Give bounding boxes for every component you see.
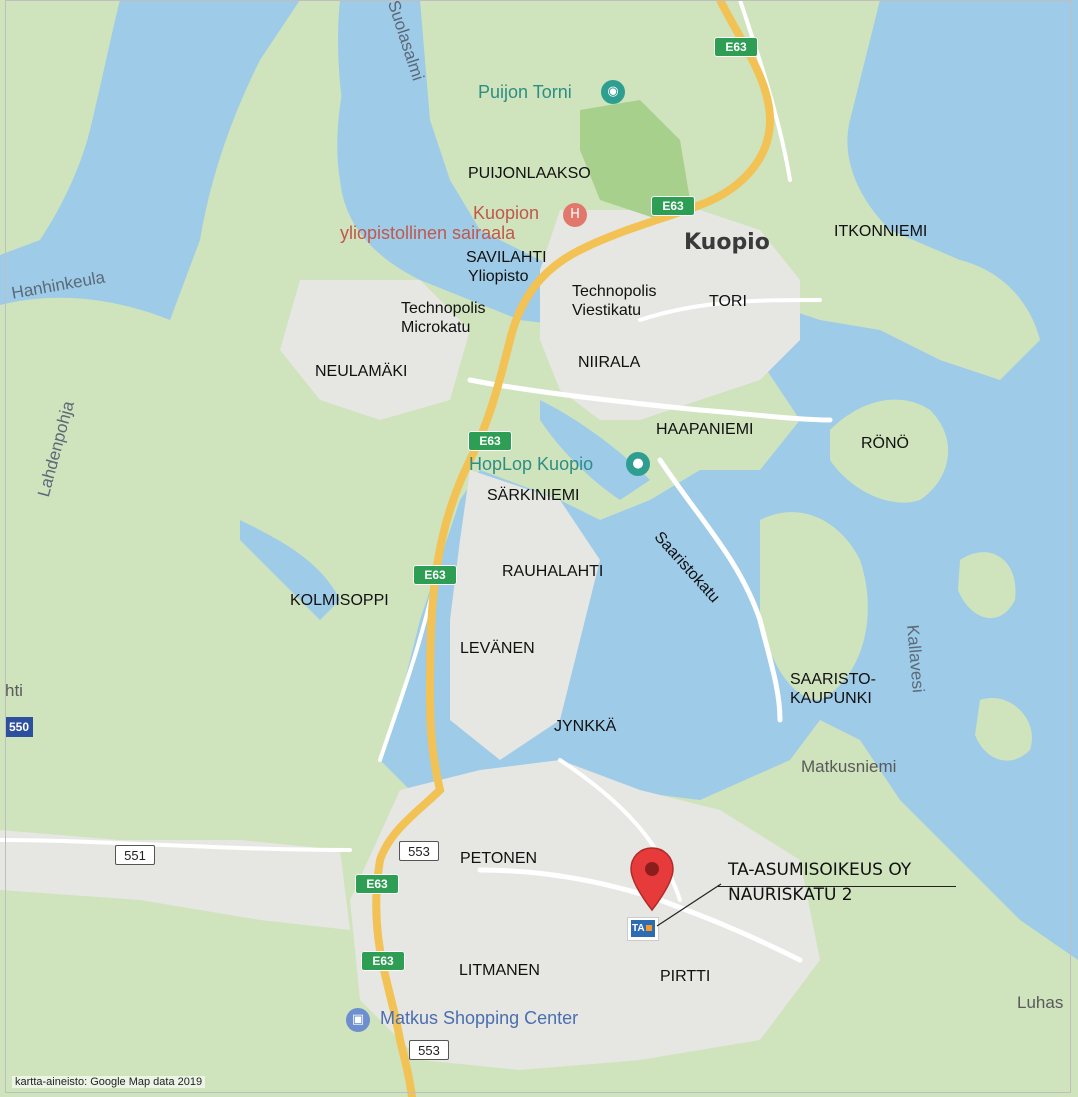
park-puijo	[580, 100, 690, 220]
road-shield-551: 551	[115, 845, 155, 865]
district-niirala: NIIRALA	[578, 354, 641, 371]
poi-puijon-torni-label[interactable]: Puijon Torni	[478, 82, 572, 102]
poi-hoplop-label[interactable]: HopLop Kuopio	[469, 454, 594, 474]
district-neulamaki: NEULAMÄKI	[315, 363, 408, 380]
land-island-4	[975, 698, 1032, 761]
district-puijonlaakso: PUIJONLAAKSO	[468, 165, 591, 182]
viestikatu-label: Viestikatu	[572, 302, 642, 320]
water-inlet-2	[540, 400, 650, 500]
amusement-icon[interactable]: ●	[626, 452, 650, 476]
annotation-leader-line	[656, 883, 722, 927]
land-east-2	[760, 512, 868, 700]
land-east	[830, 399, 949, 503]
land-northwest	[0, 0, 120, 255]
camera-icon[interactable]: ◉	[601, 80, 625, 104]
road-shield-e63: E63	[651, 196, 695, 216]
ta-logo-bg	[631, 920, 655, 937]
district-technopolis-microkatu: Technopolis Microkatu	[401, 299, 486, 337]
annotation-underline	[718, 886, 956, 887]
district-haapaniemi: HAAPANIEMI	[656, 421, 754, 438]
land-island-2	[195, 413, 272, 489]
technopolis-label-1: Technopolis	[401, 300, 486, 317]
land-island-3	[958, 552, 1016, 619]
urban-west	[280, 280, 470, 420]
district-savilahti-line1: SAVILAHTI	[466, 249, 547, 266]
urban-petonen	[0, 830, 350, 930]
road-shield-553: 553	[399, 841, 439, 861]
urban-south	[350, 760, 820, 1070]
shopping-bag-icon[interactable]: ▣	[346, 1008, 370, 1032]
annotation-label: TA-ASUMISOIKEUS OY NAURISKATU 2	[728, 858, 911, 907]
map-credit: kartta-aineisto: Google Map data 2019	[12, 1076, 206, 1088]
saaristo-line2: KAUPUNKI	[790, 690, 872, 708]
road-network	[0, 0, 833, 963]
district-pirtti: PIRTTI	[660, 968, 711, 985]
district-sarkiniemi: SÄRKINIEMI	[487, 487, 580, 504]
district-rauhalahti: RAUHALAHTI	[502, 563, 604, 580]
road-shield-e63: E63	[355, 874, 399, 894]
district-petonen: PETONEN	[460, 850, 538, 867]
e63-motorway	[372, 0, 775, 1097]
district-levanen: LEVÄNEN	[460, 640, 535, 657]
district-jynkka: JYNKKÄ	[554, 718, 617, 735]
land-island-1	[55, 598, 122, 679]
ta-logo-text: TA	[632, 923, 645, 934]
urban-center	[540, 210, 800, 420]
road-5	[558, 758, 682, 902]
place-luhas: Luhas	[1017, 993, 1064, 1012]
district-technopolis-viestikatu: Technopolis Viestikatu	[572, 282, 657, 320]
technopolis-label-2: Technopolis	[572, 283, 657, 300]
road-7	[638, 298, 822, 322]
district-savilahti: SAVILAHTI Yliopisto	[466, 248, 547, 286]
road-3	[657, 457, 783, 723]
place-hti: hti	[5, 681, 23, 700]
road-shield-e63: E63	[468, 431, 512, 451]
hospital-icon[interactable]: H	[563, 203, 587, 227]
road-4	[0, 838, 352, 852]
district-savilahti-line2: Yliopisto	[468, 268, 529, 286]
place-matkusniemi: Matkusniemi	[801, 757, 897, 776]
district-litmanen: LITMANEN	[459, 962, 540, 979]
location-pin-icon[interactable]	[628, 846, 676, 912]
district-tori: TORI	[709, 293, 747, 310]
ta-logo-square	[646, 925, 652, 931]
district-itkonniemi: ITKONNIEMI	[834, 223, 928, 240]
road-shield-e63: E63	[361, 951, 405, 971]
district-kolmisoppi: KOLMISOPPI	[290, 592, 389, 609]
poi-hospital-label-line2[interactable]: yliopistollinen sairaala	[340, 223, 516, 243]
road-1	[467, 377, 833, 423]
ta-logo-icon[interactable]: TA	[627, 917, 659, 941]
water-inlet-1	[338, 0, 470, 270]
poi-hospital-label-line1[interactable]: Kuopion	[473, 203, 540, 223]
road-shield-e63: E63	[714, 37, 758, 57]
road-shield-550: 550	[5, 717, 34, 737]
poi-matkus-label[interactable]: Matkus Shopping Center	[380, 1008, 579, 1028]
district-saaristokaupunki: SAARISTO- KAUPUNKI	[790, 670, 876, 708]
water-inlet-3	[240, 520, 340, 620]
city-label-kuopio: Kuopio	[684, 230, 770, 255]
saaristo-line1: SAARISTO-	[790, 671, 876, 688]
district-rono: RÖNÖ	[861, 435, 909, 452]
urban-mid	[450, 470, 600, 760]
road-shield-e63: E63	[413, 565, 457, 585]
annotation-line1: TA-ASUMISOIKEUS OY	[728, 860, 912, 880]
microkatu-label: Microkatu	[401, 319, 471, 337]
annotation-line2: NAURISKATU 2	[728, 884, 853, 905]
road-shield-553: 553	[409, 1040, 449, 1060]
